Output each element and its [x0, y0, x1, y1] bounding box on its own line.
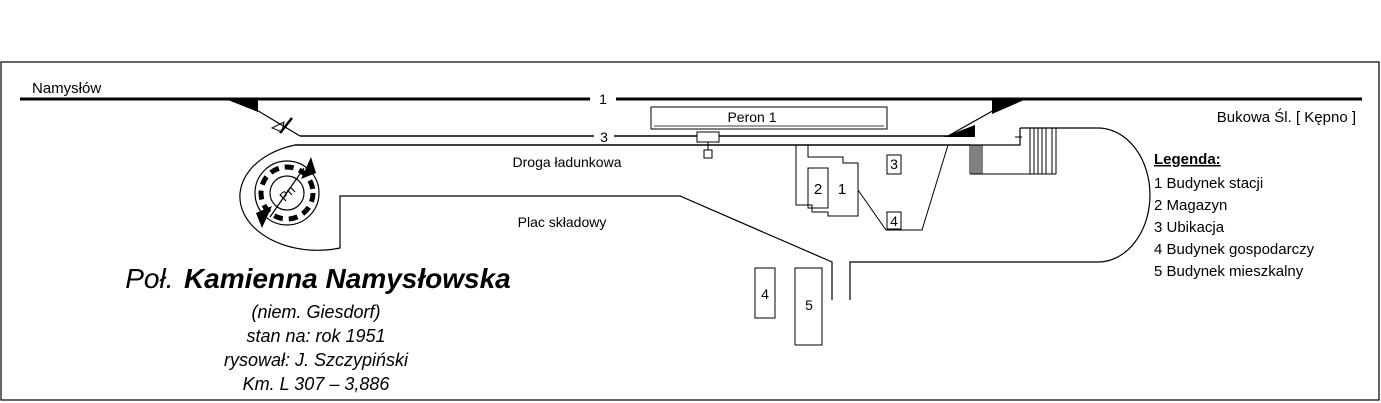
weighbridge-base [703, 149, 713, 159]
building-4-upper [886, 211, 902, 230]
legend-item: 3 Ubikacja [1154, 219, 1225, 236]
diagram-frame [0, 61, 1380, 401]
title-name: Kamienna Namysłowska [184, 263, 511, 294]
building-3-ubikacja [886, 154, 902, 175]
west-switch-marker [228, 100, 258, 112]
title-author: rysował: J. Szczypiński [224, 350, 409, 370]
south-arrow-icon [256, 206, 272, 228]
access-path [857, 144, 949, 231]
loading-road-turn-circle [239, 144, 833, 300]
title-line: Poł. Kamienna Namysłowska [125, 263, 511, 294]
east-loop-road [849, 127, 1151, 300]
building-5-mieszkalny [794, 267, 823, 346]
title-german-name: (niem. Giesdorf) [251, 302, 380, 322]
buffer-hatch-left [969, 145, 1020, 175]
station-building-outline [795, 145, 859, 217]
east-stub-track [970, 128, 1021, 146]
legend-item: 1 Budynek stacji [1154, 175, 1263, 192]
track-1-label: 1 [599, 91, 607, 107]
station-west-label: Namysłów [32, 80, 101, 97]
west-diverging-track [239, 99, 301, 137]
platform-label: Peron 1 [727, 109, 776, 125]
east-diverging-track [947, 99, 1013, 137]
weighbridge [696, 131, 720, 143]
building-3-label: 3 [890, 156, 898, 172]
station-east-label: Bukowa Śl. [ Kępno ] [1217, 108, 1356, 126]
title-km: Km. L 307 – 3,886 [243, 374, 391, 394]
building-2-magazyn [807, 167, 829, 209]
legend-item: 2 Magazyn [1154, 197, 1227, 214]
derailer-arrow [270, 121, 285, 133]
legend: Legenda: 1 Budynek stacji 2 Magazyn 3 Ub… [1154, 151, 1315, 280]
platform-peron-1 [650, 106, 888, 130]
legend-heading: Legenda: [1154, 151, 1221, 168]
legend-item: 4 Budynek gospodarczy [1154, 241, 1315, 258]
buffer-hatch-right [1020, 128, 1057, 175]
storage-yard-label: Plac składowy [518, 214, 607, 230]
building-2-label: 2 [814, 181, 822, 198]
title-prefix: Poł. [125, 263, 173, 294]
loading-road-label: Droga ładunkowa [513, 154, 622, 170]
east-switch-marker-upper [992, 100, 1024, 114]
building-1-label: 1 [838, 181, 846, 198]
building-4-upper-label: 4 [890, 213, 898, 229]
building-5-label: 5 [805, 297, 813, 313]
building-4-lower [754, 267, 776, 319]
track-3-label: 3 [600, 129, 608, 145]
north-arrow-icon [301, 157, 316, 179]
legend-item: 5 Budynek mieszkalny [1154, 263, 1304, 280]
building-4-lower-label: 4 [761, 286, 769, 302]
title-state: stan na: rok 1951 [246, 326, 385, 346]
turntable: Pn [254, 157, 320, 228]
